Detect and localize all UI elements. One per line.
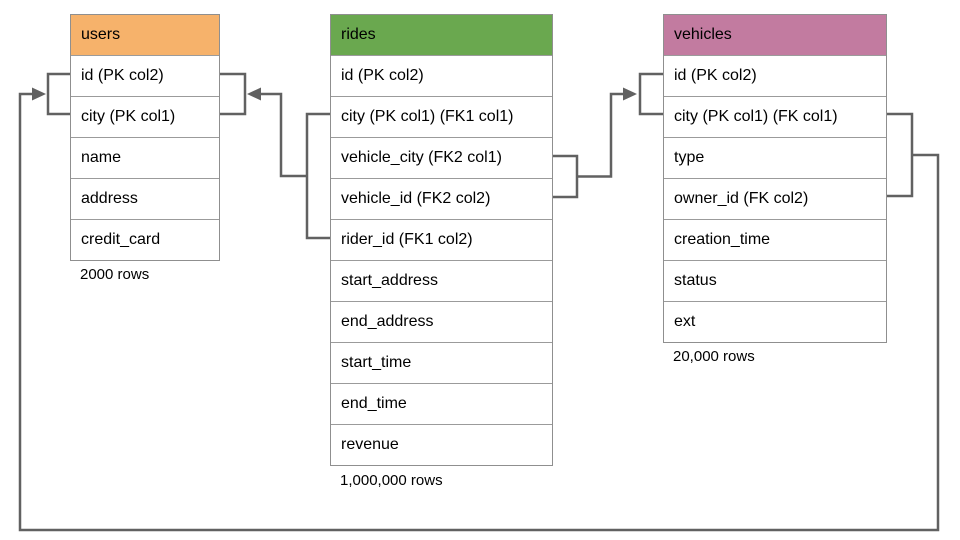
row-count-label-vehicles: 20,000 rows (673, 348, 755, 365)
table-row: end_address (331, 301, 552, 342)
table-row: rider_id (FK1 col2) (331, 219, 552, 260)
table-row: creation_time (664, 219, 886, 260)
relationship-rides-users (220, 72, 330, 240)
table-row: end_time (331, 383, 552, 424)
table-row: city (PK col1) (FK1 col1) (331, 96, 552, 137)
table-header-rides: rides (331, 15, 552, 55)
table-row: vehicle_city (FK2 col1) (331, 137, 552, 178)
table-users: users id (PK col2) city (PK col1) name a… (70, 14, 220, 261)
table-row: owner_id (FK col2) (664, 178, 886, 219)
rides-right-bracket (553, 154, 579, 199)
arrowhead-left-icon (247, 87, 261, 101)
table-row: start_time (331, 342, 552, 383)
table-row: vehicle_id (FK2 col2) (331, 178, 552, 219)
users-right-bracket (220, 72, 247, 116)
table-row: start_address (331, 260, 552, 301)
table-rides: rides id (PK col2) city (PK col1) (FK1 c… (330, 14, 553, 466)
relationship-rides-vehicles (553, 72, 663, 199)
table-row: id (PK col2) (331, 55, 552, 96)
table-row: city (PK col1) (71, 96, 219, 137)
table-row: credit_card (71, 219, 219, 260)
rides-vehicles-elbow (577, 92, 633, 178)
table-row: city (PK col1) (FK col1) (664, 96, 886, 137)
table-header-vehicles: vehicles (664, 15, 886, 55)
table-row: ext (664, 301, 886, 342)
table-row: status (664, 260, 886, 301)
table-row: name (71, 137, 219, 178)
table-row: type (664, 137, 886, 178)
rides-left-bracket (305, 112, 330, 240)
rides-users-elbow (251, 92, 307, 178)
arrowhead-right-icon (32, 87, 46, 101)
table-vehicles: vehicles id (PK col2) city (PK col1) (FK… (663, 14, 887, 343)
row-count-label-rides: 1,000,000 rows (340, 472, 443, 489)
vehicles-right-bracket (887, 112, 914, 198)
arrowhead-right-icon (623, 87, 637, 101)
table-row: id (PK col2) (664, 55, 886, 96)
table-row: id (PK col2) (71, 55, 219, 96)
table-row: address (71, 178, 219, 219)
vehicles-left-bracket (638, 72, 663, 116)
table-header-users: users (71, 15, 219, 55)
users-left-bracket (46, 72, 70, 116)
row-count-label-users: 2000 rows (80, 266, 150, 283)
table-row: revenue (331, 424, 552, 465)
